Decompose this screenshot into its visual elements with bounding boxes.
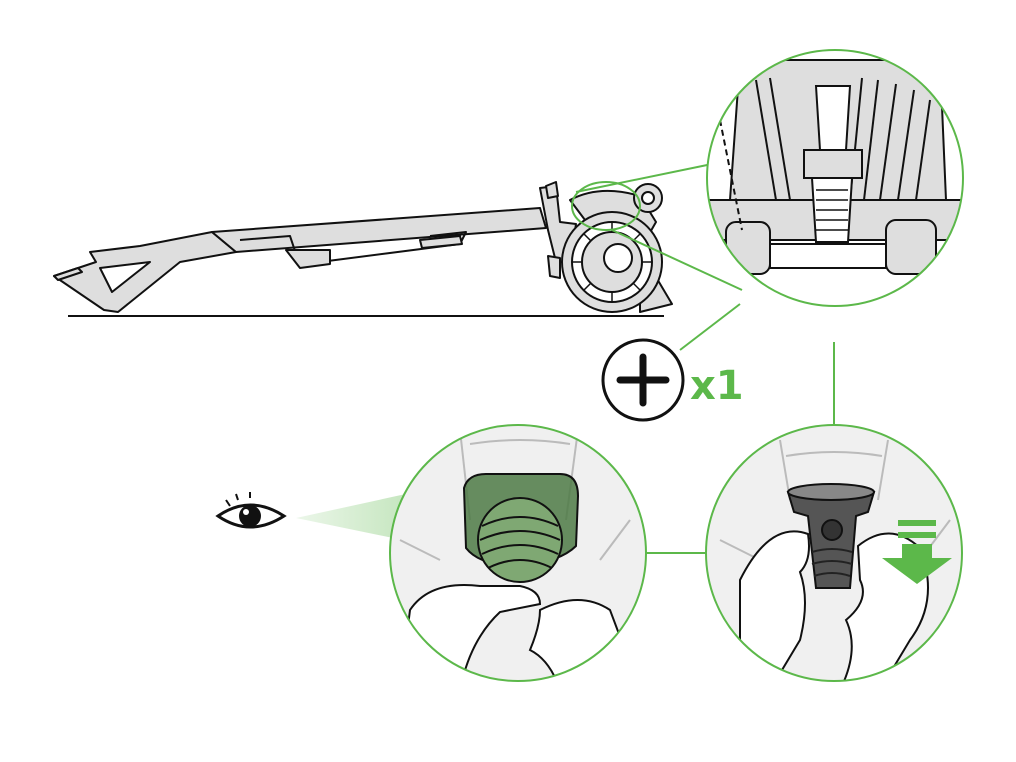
- tool-quantity-label: x1: [690, 363, 744, 409]
- highlight-ellipse: [571, 181, 641, 231]
- phillips-screwdriver-icon: [601, 338, 685, 422]
- zoom-circle-left-border: [389, 424, 647, 682]
- zoom-detail-top: [706, 49, 964, 307]
- zoom-circle-top-border: [706, 49, 964, 307]
- vacuum-cleaner-illustration: [53, 181, 673, 317]
- wand: [211, 207, 547, 253]
- zoom-detail-inspect: [389, 424, 647, 682]
- zoom-detail-remove: [705, 424, 963, 682]
- zoom-circle-right-border: [705, 424, 963, 682]
- zoom-callout-lines: [571, 163, 835, 554]
- eye-icon: [215, 492, 287, 529]
- hand-left: [739, 530, 810, 681]
- arrow-down-icon: [882, 520, 952, 584]
